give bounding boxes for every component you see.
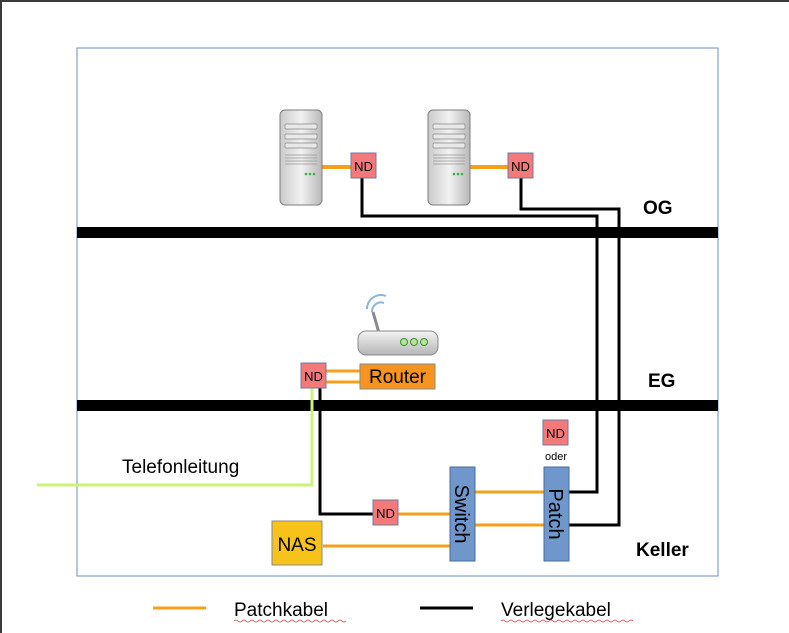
nas-box [271, 520, 323, 566]
nd-box-og-1 [350, 152, 377, 179]
nd-box-eg [300, 362, 327, 389]
switch-box [449, 466, 476, 562]
oder-label: oder [545, 451, 567, 463]
patch-panel-box [543, 466, 570, 562]
nd-box-og-2 [507, 152, 534, 179]
switch-label: Switch [450, 485, 472, 544]
phone-line-label: Telefonleitung [122, 457, 239, 478]
nd-label: ND [511, 159, 530, 174]
phone-line [37, 388, 314, 487]
nd-box-alternative [542, 419, 569, 446]
floor-slab-og [77, 227, 718, 238]
nd-label: ND [304, 369, 323, 384]
legend-patch-label: Patchkabel [234, 600, 328, 621]
verlege-cable-server1-patch [360, 178, 599, 494]
server-icon [427, 109, 471, 206]
nas-label: NAS [277, 535, 316, 556]
legend: Patchkabel Verlegekabel [153, 600, 634, 623]
nd-label: ND [354, 159, 373, 174]
floor-label-og: OG [643, 198, 673, 219]
server-icon [279, 109, 323, 206]
router-label: Router [369, 367, 427, 388]
floor-label-keller: Keller [636, 540, 689, 561]
wifi-router-icon [357, 294, 439, 356]
building-outline [76, 47, 719, 577]
nd-label: ND [546, 426, 565, 441]
router-box [359, 363, 436, 390]
spellcheck-underline [233, 619, 347, 623]
floor-label-eg: EG [648, 371, 675, 392]
patch-label: Patch [544, 488, 566, 539]
nd-box-keller [372, 499, 399, 526]
verlege-cable-eg-keller [318, 388, 374, 516]
nd-label: ND [376, 506, 395, 521]
verlege-cable-server2-patch [519, 178, 621, 527]
floor-slab-eg [77, 400, 718, 411]
legend-verlege-label: Verlegekabel [501, 600, 611, 621]
spellcheck-underline [500, 619, 634, 623]
